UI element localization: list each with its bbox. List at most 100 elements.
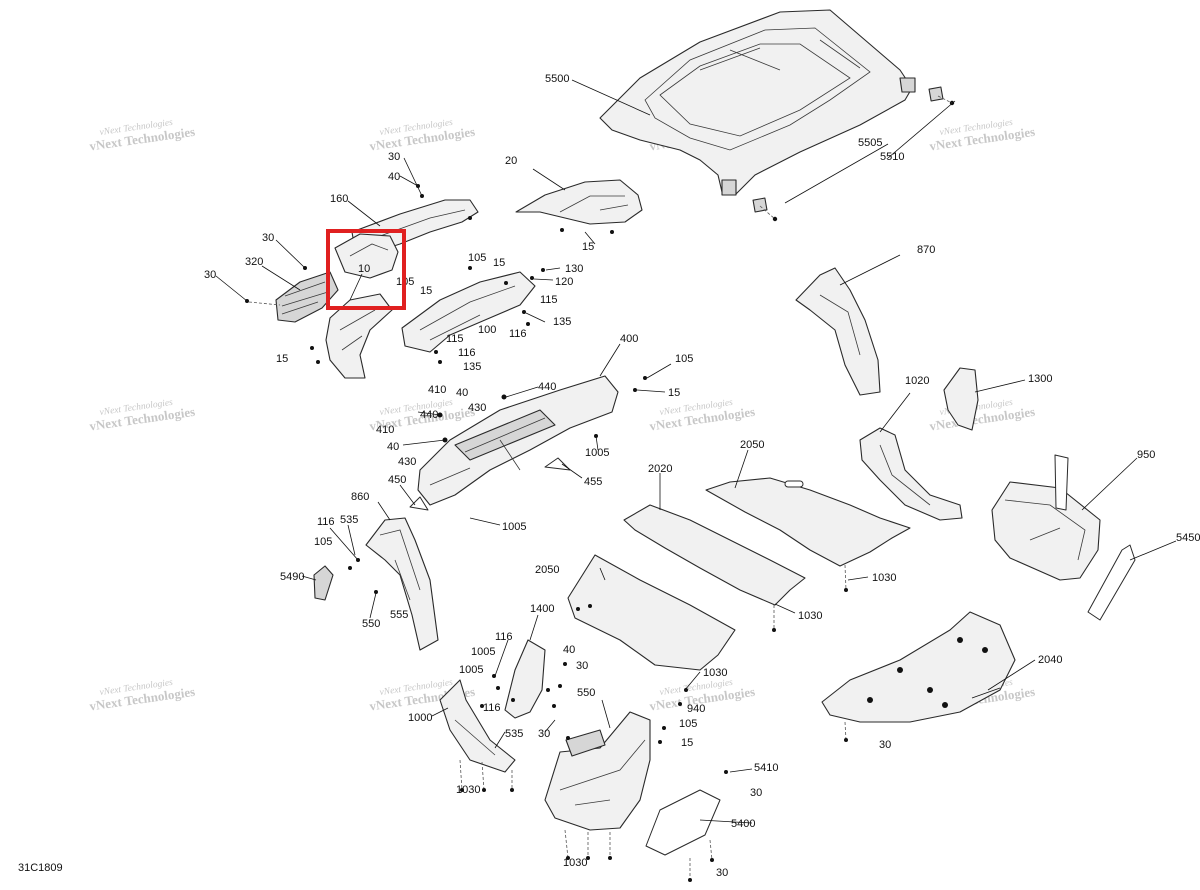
part-center-console[interactable] <box>544 711 651 831</box>
part-roof[interactable] <box>599 9 916 196</box>
callout[interactable]: 10 <box>358 263 370 275</box>
callout[interactable]: 40 <box>456 387 468 399</box>
part-front-nose[interactable] <box>334 233 399 279</box>
callout[interactable]: 430 <box>398 456 416 468</box>
callout[interactable]: 1030 <box>798 610 822 622</box>
callout[interactable]: 160 <box>330 193 348 205</box>
callout[interactable]: 30 <box>538 728 550 740</box>
part-grille[interactable] <box>245 266 339 323</box>
callout[interactable]: 1300 <box>1028 373 1052 385</box>
callout[interactable]: 1030 <box>456 784 480 796</box>
callout[interactable]: 30 <box>262 232 274 244</box>
callout[interactable]: 15 <box>668 387 680 399</box>
callout[interactable]: 115 <box>446 333 464 345</box>
part-door-panel[interactable] <box>492 639 556 719</box>
callout[interactable]: 115 <box>540 294 558 306</box>
part-rocker-duct[interactable] <box>859 427 963 521</box>
callout[interactable]: 105 <box>314 536 332 548</box>
callout[interactable]: 105 <box>468 252 486 264</box>
part-5450-panel[interactable] <box>1087 544 1136 621</box>
callout[interactable]: 15 <box>582 241 594 253</box>
part-small-trim[interactable] <box>409 457 571 511</box>
callout[interactable]: 2020 <box>648 463 672 475</box>
callout[interactable]: 400 <box>620 333 638 345</box>
callout[interactable]: 860 <box>351 491 369 503</box>
part-floor-panel-2020[interactable] <box>623 504 806 606</box>
part-skid-plate[interactable] <box>645 770 728 856</box>
callout[interactable]: 1005 <box>471 646 495 658</box>
callout[interactable]: 555 <box>390 609 408 621</box>
callout[interactable]: 30 <box>388 151 400 163</box>
callout[interactable]: 105 <box>679 718 697 730</box>
part-5490-bracket[interactable] <box>313 565 378 601</box>
callout[interactable]: 1000 <box>408 712 432 724</box>
part-frame[interactable] <box>417 375 647 506</box>
callout[interactable]: 20 <box>505 155 517 167</box>
callout[interactable]: 15 <box>493 257 505 269</box>
callout[interactable]: 30 <box>750 787 762 799</box>
callout[interactable]: 116 <box>495 631 513 643</box>
callout[interactable]: 5510 <box>880 151 904 163</box>
callout[interactable]: 1030 <box>703 667 727 679</box>
callout[interactable]: 15 <box>681 737 693 749</box>
callout[interactable]: 320 <box>245 256 263 268</box>
callout[interactable]: 120 <box>555 276 573 288</box>
callout[interactable]: 1030 <box>872 572 896 584</box>
callout[interactable]: 30 <box>204 269 216 281</box>
part-side-panel-small[interactable] <box>943 367 979 431</box>
callout[interactable]: 15 <box>420 285 432 297</box>
callout[interactable]: 5410 <box>754 762 778 774</box>
callout[interactable]: 30 <box>716 867 728 879</box>
callout[interactable]: 116 <box>509 328 527 340</box>
callout[interactable]: 455 <box>584 476 602 488</box>
callout[interactable]: 2050 <box>535 564 559 576</box>
callout[interactable]: 535 <box>340 514 358 526</box>
callout[interactable]: 30 <box>879 739 891 751</box>
callout[interactable]: 116 <box>317 516 335 528</box>
roof-brackets[interactable] <box>752 86 955 222</box>
part-front-bumper[interactable] <box>310 293 393 379</box>
callout[interactable]: 2050 <box>740 439 764 451</box>
callout[interactable]: 440 <box>420 409 438 421</box>
callout[interactable]: 5490 <box>280 571 304 583</box>
callout[interactable]: 1020 <box>905 375 929 387</box>
callout[interactable]: 940 <box>687 703 705 715</box>
callout[interactable]: 410 <box>428 384 446 396</box>
callout[interactable]: 116 <box>458 347 476 359</box>
callout[interactable]: 116 <box>483 702 501 714</box>
callout[interactable]: 1005 <box>459 664 483 676</box>
callout[interactable]: 450 <box>388 474 406 486</box>
part-rocker-step[interactable] <box>439 679 516 773</box>
callout[interactable]: 1030 <box>563 857 587 869</box>
callout[interactable]: 130 <box>565 263 583 275</box>
callout[interactable]: 535 <box>505 728 523 740</box>
callout[interactable]: 135 <box>553 316 571 328</box>
part-rear-tub[interactable] <box>991 454 1101 581</box>
callout[interactable]: 550 <box>577 687 595 699</box>
callout[interactable]: 30 <box>576 660 588 672</box>
callout[interactable]: 5500 <box>545 73 569 85</box>
callout[interactable]: 1005 <box>502 521 526 533</box>
callout[interactable]: 100 <box>478 324 496 336</box>
callout[interactable]: 1400 <box>530 603 554 615</box>
callout[interactable]: 550 <box>362 618 380 630</box>
callout[interactable]: 950 <box>1137 449 1155 461</box>
part-floor-panel-2050-upper[interactable] <box>705 477 911 567</box>
callout[interactable]: 105 <box>675 353 693 365</box>
callout[interactable]: 430 <box>468 402 486 414</box>
callout[interactable]: 870 <box>917 244 935 256</box>
callout[interactable]: 40 <box>388 171 400 183</box>
part-floor-panel-2050-lower[interactable] <box>567 554 736 671</box>
part-main-floor[interactable] <box>821 611 1016 723</box>
part-pillar-duct[interactable] <box>348 517 439 651</box>
callout[interactable]: 410 <box>376 424 394 436</box>
part-dash-tray[interactable] <box>401 266 545 364</box>
callout[interactable]: 135 <box>463 361 481 373</box>
callout[interactable]: 40 <box>563 644 575 656</box>
callout[interactable]: 440 <box>538 381 556 393</box>
part-rear-pillar[interactable] <box>795 267 881 396</box>
callout[interactable]: 40 <box>387 441 399 453</box>
callout[interactable]: 5450 <box>1176 532 1200 544</box>
callout[interactable]: 5400 <box>731 818 755 830</box>
callout[interactable]: 15 <box>276 353 288 365</box>
